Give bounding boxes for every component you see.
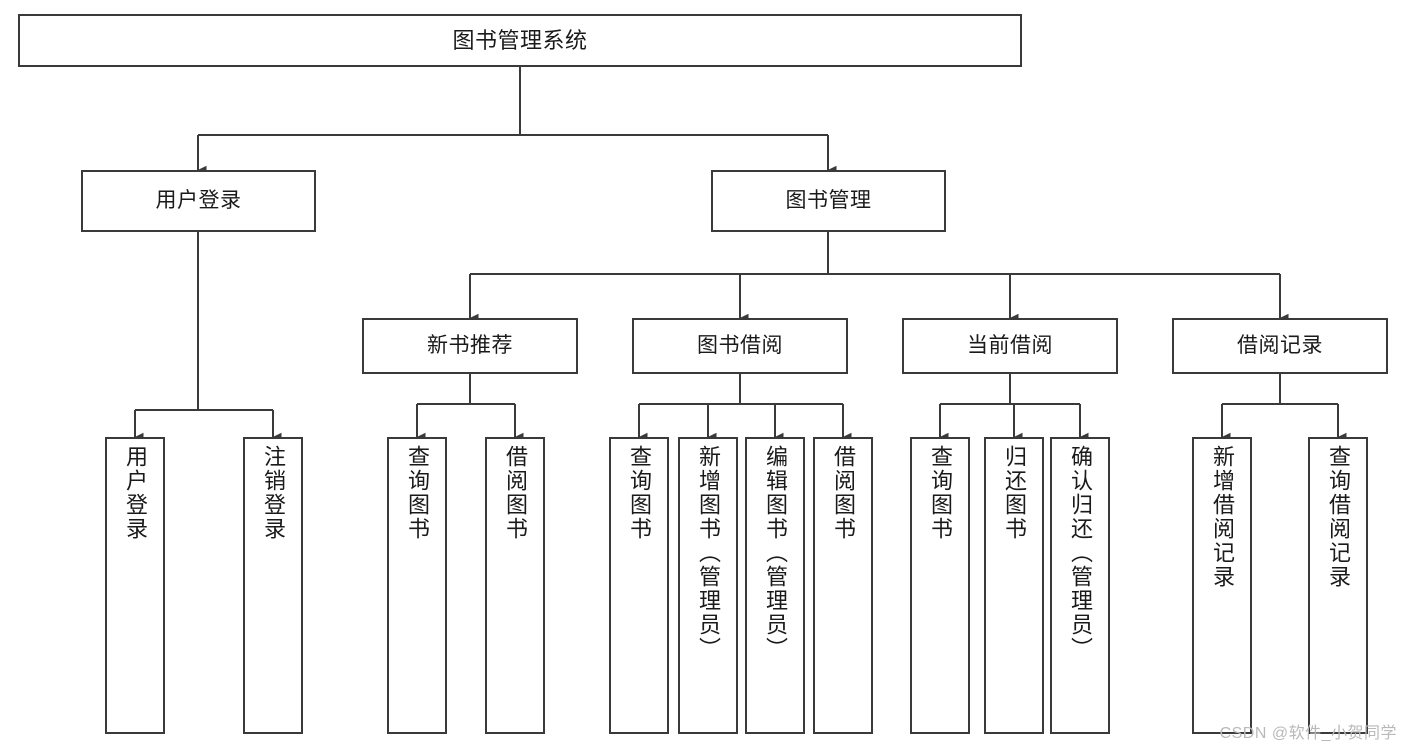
node-new-book-recommend[interactable]: 新书推荐 <box>362 318 578 374</box>
node-leaf-query-borrow-record[interactable]: 查询借阅记录 <box>1308 437 1368 734</box>
node-label: 图书管理 <box>785 188 872 212</box>
node-leaf-add-borrow-record[interactable]: 新增借阅记录 <box>1192 437 1252 734</box>
node-label: 借阅记录 <box>1237 333 1323 357</box>
node-label: 图书借阅 <box>697 333 783 357</box>
node-label: 新增图书（管理员） <box>696 445 721 661</box>
node-leaf-query-book-1[interactable]: 查询图书 <box>387 437 447 734</box>
node-leaf-edit-book[interactable]: 编辑图书（管理员） <box>745 437 805 734</box>
node-current-borrow[interactable]: 当前借阅 <box>902 318 1118 374</box>
connector-paths <box>133 67 1347 442</box>
node-label: 用户登录 <box>155 188 242 212</box>
node-borrow-record[interactable]: 借阅记录 <box>1172 318 1388 374</box>
node-label: 注销登录 <box>261 445 286 541</box>
node-label: 查询借阅记录 <box>1326 445 1351 589</box>
node-label: 查询图书 <box>627 445 652 541</box>
node-label: 借阅图书 <box>831 445 856 541</box>
node-label: 新增借阅记录 <box>1210 445 1235 589</box>
node-leaf-query-book-3[interactable]: 查询图书 <box>910 437 970 734</box>
node-label: 用户登录 <box>123 445 148 541</box>
node-label: 新书推荐 <box>427 333 513 357</box>
node-leaf-query-book-2[interactable]: 查询图书 <box>609 437 669 734</box>
node-leaf-user-login[interactable]: 用户登录 <box>105 437 165 734</box>
node-user-login[interactable]: 用户登录 <box>81 170 316 232</box>
node-leaf-logout[interactable]: 注销登录 <box>243 437 303 734</box>
node-leaf-confirm-return[interactable]: 确认归还（管理员） <box>1050 437 1110 734</box>
node-label: 确认归还（管理员） <box>1068 445 1093 661</box>
node-book-borrow[interactable]: 图书借阅 <box>632 318 848 374</box>
node-leaf-borrow-book-1[interactable]: 借阅图书 <box>485 437 545 734</box>
node-label: 查询图书 <box>928 445 953 541</box>
node-label: 归还图书 <box>1002 445 1027 541</box>
node-label: 当前借阅 <box>967 333 1053 357</box>
node-leaf-return-book[interactable]: 归还图书 <box>984 437 1044 734</box>
node-book-manage[interactable]: 图书管理 <box>711 170 946 232</box>
node-root[interactable]: 图书管理系统 <box>18 14 1022 67</box>
node-label: 借阅图书 <box>503 445 528 541</box>
node-label: 编辑图书（管理员） <box>763 445 788 661</box>
node-leaf-add-book[interactable]: 新增图书（管理员） <box>678 437 738 734</box>
node-label: 图书管理系统 <box>452 27 588 53</box>
node-leaf-borrow-book-2[interactable]: 借阅图书 <box>813 437 873 734</box>
node-label: 查询图书 <box>405 445 430 541</box>
